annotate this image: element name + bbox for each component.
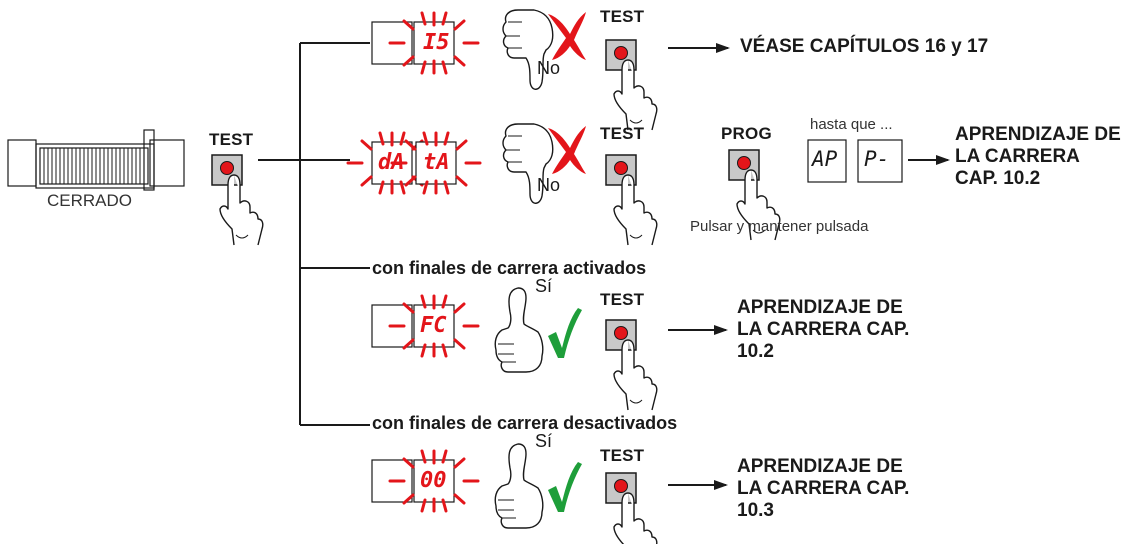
display-code-text: 00 — [420, 468, 447, 493]
gate-icon — [7, 129, 185, 191]
display-code-text: FC — [420, 313, 447, 338]
row2-test-label: TEST — [600, 124, 645, 143]
row2-result: APRENDIZAJE DE LA CARRERA CAP. 10.2 — [955, 124, 1121, 189]
target-display — [807, 139, 903, 183]
display-code-00 — [388, 449, 480, 513]
row1-test-label: TEST — [600, 7, 645, 26]
gate-label: CERRADO — [47, 191, 133, 210]
connector-lines — [258, 42, 370, 426]
condition-deactivated: con finales de carrera desactivados — [372, 413, 678, 433]
answer-si: Sí — [535, 431, 553, 451]
answer-no: No — [537, 58, 561, 78]
thumb-up-icon — [494, 443, 544, 529]
display-code-ta — [390, 131, 482, 195]
display-code-text: tA — [423, 150, 450, 175]
target-code-ap: AP — [812, 147, 838, 171]
prog-label: PROG — [721, 124, 772, 143]
check-icon — [548, 308, 582, 358]
answer-no: No — [537, 175, 561, 195]
target-code-p: P- — [864, 147, 890, 171]
display-code-text: dA — [378, 150, 405, 175]
row4-result: APRENDIZAJE DE LA CARRERA CAP. 10.3 — [737, 456, 910, 521]
cross-icon — [548, 12, 586, 60]
row3-test-label: TEST — [600, 290, 645, 309]
display-code-text: I5 — [423, 30, 450, 55]
cross-icon — [548, 126, 586, 174]
row1-result: VÉASE CAPÍTULOS 16 y 17 — [740, 36, 989, 57]
check-icon — [548, 462, 582, 512]
answer-si: Sí — [535, 276, 553, 296]
prog-note: Pulsar y mantener pulsada — [690, 218, 869, 235]
display-code-i5 — [388, 11, 480, 75]
start-test-label: TEST — [209, 130, 254, 149]
display-code-fc — [388, 294, 480, 358]
condition-activated: con finales de carrera activados — [372, 258, 647, 278]
until-label: hasta que ... — [810, 116, 893, 133]
row3-result: APRENDIZAJE DE LA CARRERA CAP. 10.2 — [737, 297, 910, 362]
row4-test-label: TEST — [600, 446, 645, 465]
thumb-up-icon — [494, 287, 544, 373]
